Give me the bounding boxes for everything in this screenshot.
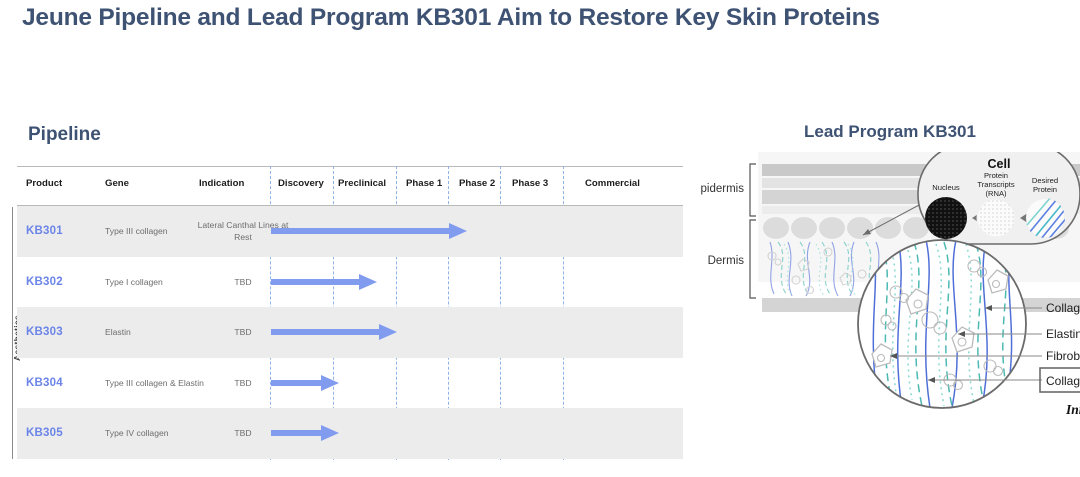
table-row[interactable]: KB304 Type III collagen & Elastin TBD — [17, 358, 683, 409]
column-header-product: Product — [26, 178, 63, 189]
row-indication-kb304: TBD — [234, 377, 252, 388]
ecm-label-collagen-3-box — [1039, 367, 1080, 393]
layer-brackets — [749, 163, 756, 299]
progress-arrow-kb301 — [271, 223, 467, 240]
row-gene-kb303: Elastin — [105, 327, 131, 338]
row-product-kb302: KB302 — [26, 275, 63, 288]
table-top-rule — [17, 166, 683, 167]
column-header-preclinical: Preclinical — [338, 178, 386, 189]
pipeline-heading: Pipeline — [28, 124, 101, 145]
row-product-kb303: KB303 — [26, 326, 63, 339]
cell-label-protein2: Protein — [1033, 185, 1057, 194]
cell-label-nucleus: Nucleus — [932, 183, 960, 192]
ecm-zoom-callout — [857, 239, 1027, 409]
skin-diagram-svg: Epidermis Dermis Cell Nucleus Protein Tr… — [700, 152, 1080, 417]
row-gene-kb301: Type III collagen — [105, 226, 168, 237]
column-header-discovery: Discovery — [278, 178, 324, 189]
table-row[interactable]: KB303 Elastin TBD — [17, 307, 683, 358]
table-row[interactable]: KB301 Type III collagen Lateral Canthal … — [17, 206, 683, 257]
skin-biology-figure: Epidermis Dermis Cell Nucleus Protein Tr… — [700, 152, 1080, 452]
progress-arrow-kb304 — [271, 374, 339, 391]
cell-label-desired: Desired — [1032, 176, 1058, 185]
ecm-label-fibroblast: Fibroblast — [1046, 349, 1080, 363]
ecm-label-collagen-3: Collagen-3 — [1046, 374, 1080, 388]
initial-target-note: Initial Target — [1065, 402, 1080, 417]
progress-arrow-kb303 — [271, 324, 397, 341]
table-row[interactable]: KB302 Type I collagen TBD — [17, 257, 683, 308]
row-product-kb301: KB301 — [26, 225, 63, 238]
row-gene-kb305: Type IV collagen — [105, 428, 169, 439]
column-header-gene: Gene — [105, 178, 129, 189]
pipeline-section: Pipeline Aesthetics Product Gene Indicat… — [12, 124, 683, 460]
column-header-phase2: Phase 2 — [459, 178, 496, 189]
row-product-kb305: KB305 — [26, 427, 63, 440]
ecm-leader-arrowheads — [890, 305, 992, 383]
cell-callout: Cell Nucleus Protein Transcripts (RNA) — [917, 152, 1080, 245]
table-row[interactable]: KB305 Type IV collagen TBD — [17, 408, 683, 459]
layer-label-dermis: Dermis — [708, 255, 745, 267]
table-header-rule — [17, 205, 683, 206]
cell-label-protein: Protein — [984, 171, 1008, 180]
cell-label-transcripts: Transcripts — [977, 180, 1014, 189]
column-header-indication: Indication — [199, 178, 245, 189]
column-header-phase1: Phase 1 — [406, 178, 443, 189]
row-gene-kb304: Type III collagen & Elastin — [105, 377, 204, 388]
column-header-commercial: Commercial — [585, 178, 640, 189]
ecm-leader-lines — [890, 307, 1042, 381]
aesthetics-group-bracket — [12, 207, 13, 459]
row-indication-kb303: TBD — [234, 327, 252, 338]
cell-callout-title: Cell — [988, 157, 1011, 171]
lead-program-section: Lead Program KB301 — [700, 0, 1080, 477]
page-title: Jeune Pipeline and Lead Program KB301 Ai… — [22, 4, 880, 31]
ecm-label-elastin: Elastin — [1046, 327, 1080, 341]
progress-arrow-kb302 — [271, 273, 377, 290]
cell-label-rna: (RNA) — [985, 189, 1007, 198]
row-gene-kb302: Type I collagen — [105, 276, 163, 287]
ecm-label-collagen-1: Collagen-1 — [1046, 301, 1080, 315]
pipeline-table: Product Gene Indication Discovery Precli… — [17, 166, 683, 460]
progress-arrow-kb305 — [271, 425, 339, 442]
row-indication-kb305: TBD — [234, 428, 252, 439]
column-header-phase3: Phase 3 — [512, 178, 549, 189]
row-indication-kb301: Lateral Canthal Lines at Rest — [197, 220, 289, 243]
lead-program-heading: Lead Program KB301 — [804, 122, 976, 141]
row-product-kb304: KB304 — [26, 376, 63, 389]
layer-label-epidermis: Epidermis — [700, 183, 744, 195]
row-indication-kb302: TBD — [234, 276, 252, 287]
